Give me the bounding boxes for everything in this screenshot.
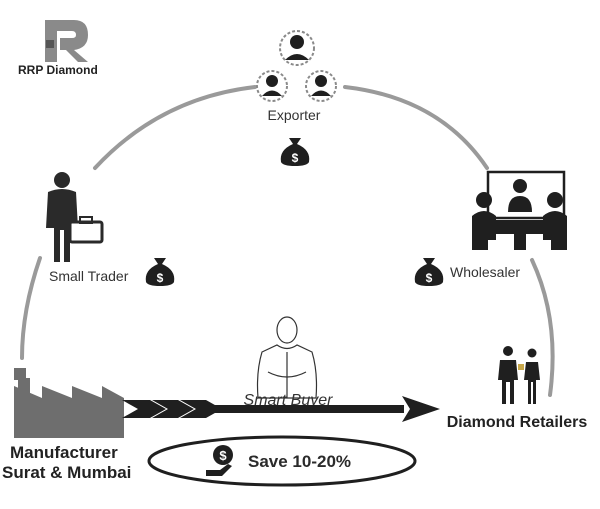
- wholesaler-icon: [472, 170, 567, 250]
- savings-icon: $: [206, 445, 233, 476]
- exporter-label: Exporter: [268, 107, 321, 123]
- small-trader-icon: [46, 172, 104, 262]
- arc-trader-to-manufacturer: [20, 256, 42, 360]
- manufacturer-label-line1: Manufacturer: [10, 443, 118, 462]
- factory-icon: [14, 368, 124, 438]
- money-bag-icon-small-trader: $: [145, 258, 175, 286]
- wholesaler-label: Wholesaler: [450, 264, 520, 280]
- cycle-lines: [20, 85, 555, 397]
- savings-label: Save 10-20%: [248, 452, 351, 471]
- retailers-icon: [498, 346, 540, 404]
- logo-mark: [45, 20, 88, 62]
- arc-trader-to-exporter: [93, 85, 257, 170]
- svg-text:$: $: [157, 271, 164, 285]
- manufacturer-label-line2: Surat & Mumbai: [2, 463, 131, 482]
- exporter-icon: [256, 30, 337, 102]
- money-bag-icon-exporter: $: [280, 138, 310, 166]
- savings-badge: $ Save 10-20%: [147, 435, 417, 487]
- smart-buyer-label: Smart Buyer: [244, 392, 334, 409]
- logo-text: RRP Diamond: [18, 63, 98, 77]
- svg-text:$: $: [292, 151, 299, 165]
- money-bag-icon-wholesaler: $: [414, 258, 444, 286]
- smart-buyer-icon: [256, 316, 318, 399]
- svg-text:$: $: [219, 448, 227, 463]
- rrp-logo: RRP Diamond: [18, 20, 98, 77]
- retailers-label: Diamond Retailers: [447, 414, 588, 431]
- arc-exporter-to-wholesaler: [343, 85, 489, 170]
- svg-text:$: $: [426, 271, 433, 285]
- flow-arrow: [122, 396, 440, 422]
- logo-accent: [46, 40, 54, 48]
- small-trader-label: Small Trader: [49, 268, 129, 284]
- arc-wholesaler-to-retailers: [530, 258, 555, 397]
